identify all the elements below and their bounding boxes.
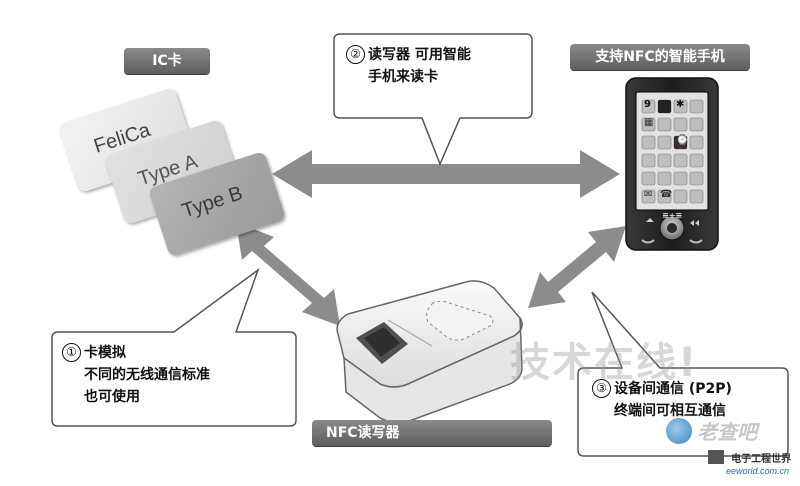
callout-3-number: ③ [592,379,611,398]
callout-3-line-2: 终端间可相互通信 [614,403,726,419]
phone-screen-glyph: ☎ [660,189,673,200]
callout-2-number: ② [346,45,365,64]
callout-1-bubble [51,267,297,427]
callout-1-line-1: 卡模拟 [84,345,126,361]
logo-eeworld-box [708,450,724,464]
logo-main: 老查吧 [666,416,757,445]
logo-main-text: 老查吧 [697,420,758,444]
callout-2-line-2: 手机来读卡 [368,69,438,85]
phone-bottom-text: ≡+≡ [662,211,683,220]
phone-screen-glyph: ✉ [644,189,653,200]
callout-1-line-3: 也可使用 [84,389,140,405]
nfc-reader-device [336,280,523,424]
watermark: 技术在线! [510,340,699,386]
smartphone-label: 支持NFC的智能手机 [570,44,750,70]
smartphone-device [625,77,719,251]
phone-screen-glyph: 9 [644,99,651,110]
nfc-reader-label: NFC读写器 [312,420,552,446]
callout-3-line-1: 设备间通信 (P2P) [614,381,732,397]
logo-eeworld-url: eeworld.com.cn [726,466,790,476]
ic-card-label: IC卡 [124,48,210,74]
phone-screen-glyph: ▦ [644,117,654,128]
card-label: Type B [179,182,246,223]
callout-1-line-2: 不同的无线通信标准 [84,367,210,383]
phone-screen-glyph: ✱ [676,99,685,110]
logo-eeworld: 电子工程世界 [708,450,791,469]
arrow-reader-phone [528,226,626,308]
logo-icon [666,417,692,444]
arrow-card-phone [272,150,620,198]
callout-2-line-1: 读写器 可用智能 [368,47,471,63]
callout-1-number: ① [62,343,81,362]
phone-screen-glyph: ⌚ [676,135,689,146]
logo-eeworld-cn: 电子工程世界 [731,454,792,465]
callout-2-bubble [333,33,533,166]
arrow-card-reader [236,222,340,326]
callout-3-bubble [577,291,789,457]
